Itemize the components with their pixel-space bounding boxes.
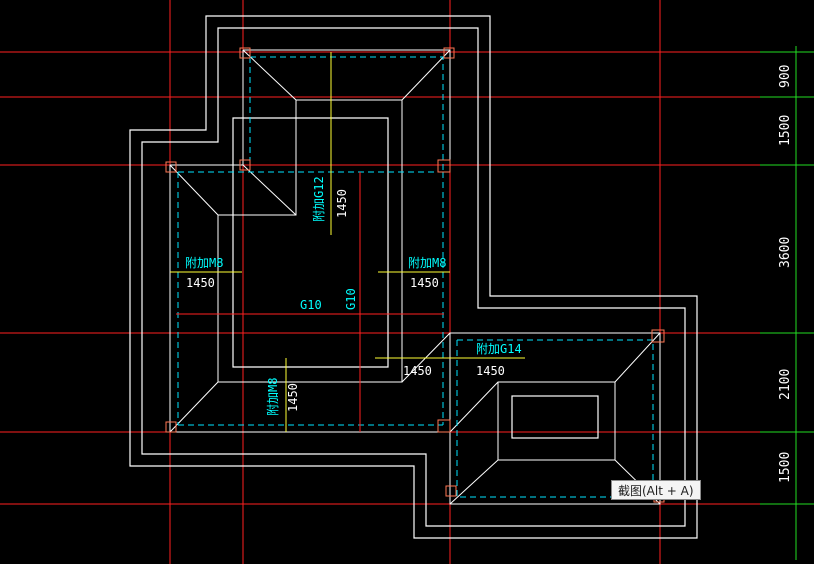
beam-label-lower-right: 附加G14 — [476, 342, 522, 356]
axis-dim-1: 900 — [778, 65, 793, 88]
axis-dimension-chain — [760, 46, 814, 560]
beam-label-left: 附加M8 — [185, 256, 223, 270]
opening-lower-right — [511, 395, 599, 439]
beam-label-horizontal: G10 — [300, 298, 322, 312]
wall-outline-outer — [129, 15, 698, 539]
beam-label-bottom-left: 附加M8 — [266, 378, 280, 416]
beam-span-lines — [176, 172, 444, 432]
axis-dim-4: 2100 — [778, 369, 793, 400]
dim-value-center-right: 1450 — [410, 276, 439, 290]
axis-dim-3: 3600 — [778, 237, 793, 268]
beam-label-center-right: 附加M8 — [408, 256, 446, 270]
screenshot-tooltip: 截图(Alt + A) — [611, 480, 701, 500]
dim-value-lower-mid: 1450 — [403, 364, 432, 378]
dim-value-top-center: 1450 — [335, 189, 349, 218]
dimension-lines — [170, 52, 525, 432]
dim-value-bottom-left: 1450 — [286, 383, 300, 412]
dimension-values: 1450 1450 1450 1450 1450 1450 — [186, 189, 505, 412]
axis-dim-2: 1500 — [778, 115, 793, 146]
beam-label-top-center: 附加G12 — [312, 176, 326, 222]
dim-value-lower-right: 1450 — [476, 364, 505, 378]
beam-labels: 附加G12 附加M8 附加M8 G10 G10 附加M8 附加G14 — [185, 176, 522, 416]
axis-dimension-texts: 900 1500 3600 2100 1500 — [778, 65, 793, 483]
axis-dim-5: 1500 — [778, 452, 793, 483]
wall-outline-middle — [141, 27, 686, 527]
dim-value-left: 1450 — [186, 276, 215, 290]
beam-label-center-vertical: G10 — [344, 288, 358, 310]
column-markers — [165, 47, 665, 503]
wall-outline-inner — [232, 117, 389, 368]
wall-outlines — [129, 15, 698, 539]
roof-lines — [169, 49, 661, 505]
